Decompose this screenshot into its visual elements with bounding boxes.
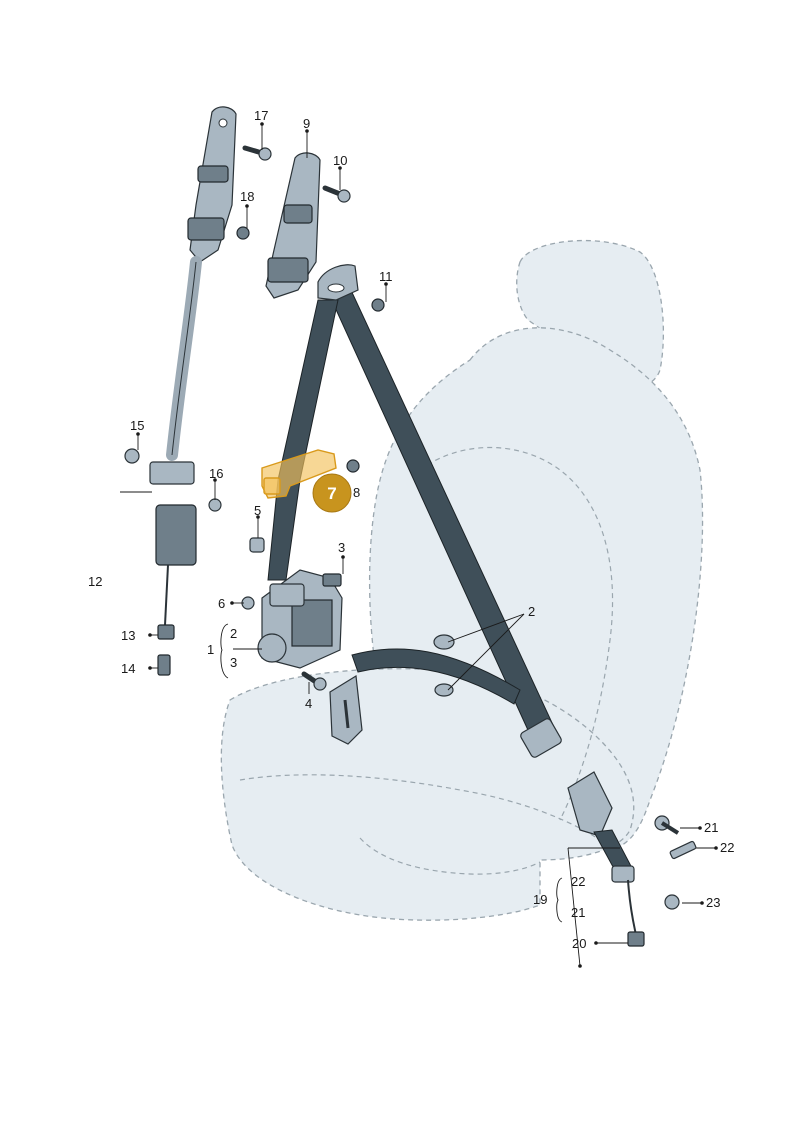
callout-21a: 21: [704, 820, 718, 835]
cap-2: [433, 634, 455, 697]
callout-17: 17: [254, 108, 268, 123]
connector-3: [322, 573, 342, 587]
screw-15: [124, 448, 140, 464]
callout-11: 11: [379, 269, 393, 284]
callout-13: 13: [121, 628, 135, 643]
callout-labels: 17 9 10 18 11 15 16 8 5 3 12 6 2 1 3 13 …: [88, 108, 734, 951]
highlight-badge-number: 7: [327, 484, 336, 503]
bolt-5: [249, 537, 265, 553]
nut-11: [371, 298, 385, 312]
bolts-21-22-23: [654, 815, 697, 910]
bolt-17: [242, 145, 272, 161]
bolt-10: [322, 185, 351, 203]
callout-19: 19: [533, 892, 547, 907]
bolt-4: [301, 671, 327, 691]
callout-8: 8: [353, 485, 360, 500]
callout-22b: 22: [571, 874, 585, 889]
callout-22a: 22: [720, 840, 734, 855]
callout-10: 10: [333, 153, 347, 168]
callout-15: 15: [130, 418, 144, 433]
height-adjuster-left: [187, 106, 237, 263]
callout-1: 1: [207, 642, 214, 657]
callout-6: 6: [218, 596, 225, 611]
callout-4: 4: [305, 696, 312, 711]
belt-tongue: [520, 718, 562, 758]
leader-lines: [120, 124, 716, 967]
seat-headrest: [516, 239, 664, 389]
highlighted-belt-guide: [261, 449, 337, 499]
highlight-badge-7: 7: [312, 473, 352, 513]
callout-20: 20: [572, 936, 586, 951]
callout-21b: 21: [571, 905, 585, 920]
callout-2b: 2: [528, 604, 535, 619]
retractor-12: [149, 461, 197, 676]
nut-8: [346, 459, 360, 473]
callout-3a: 3: [338, 540, 345, 555]
callout-5: 5: [254, 503, 261, 518]
callout-18: 18: [240, 189, 254, 204]
belt-buckle: [567, 771, 645, 947]
callout-12: 12: [88, 574, 102, 589]
seat-cushion-seam: [239, 774, 601, 841]
upper-belt-guide: [317, 264, 359, 301]
belt-retractor: [257, 569, 343, 669]
leader-dots: [136, 122, 718, 968]
height-adjuster-middle: [265, 152, 321, 299]
seat-backrest-seam: [419, 447, 614, 821]
callout-2a: 2: [230, 626, 237, 641]
callout-23: 23: [706, 895, 720, 910]
bolt-16: [208, 498, 222, 512]
callout-9: 9: [303, 116, 310, 131]
seat-cushion-front-seam: [359, 837, 541, 875]
callout-3b: 3: [230, 655, 237, 670]
belt-tongue-plate: [329, 674, 363, 745]
callout-16: 16: [209, 466, 223, 481]
nut-18: [236, 226, 250, 240]
callout-14: 14: [121, 661, 135, 676]
